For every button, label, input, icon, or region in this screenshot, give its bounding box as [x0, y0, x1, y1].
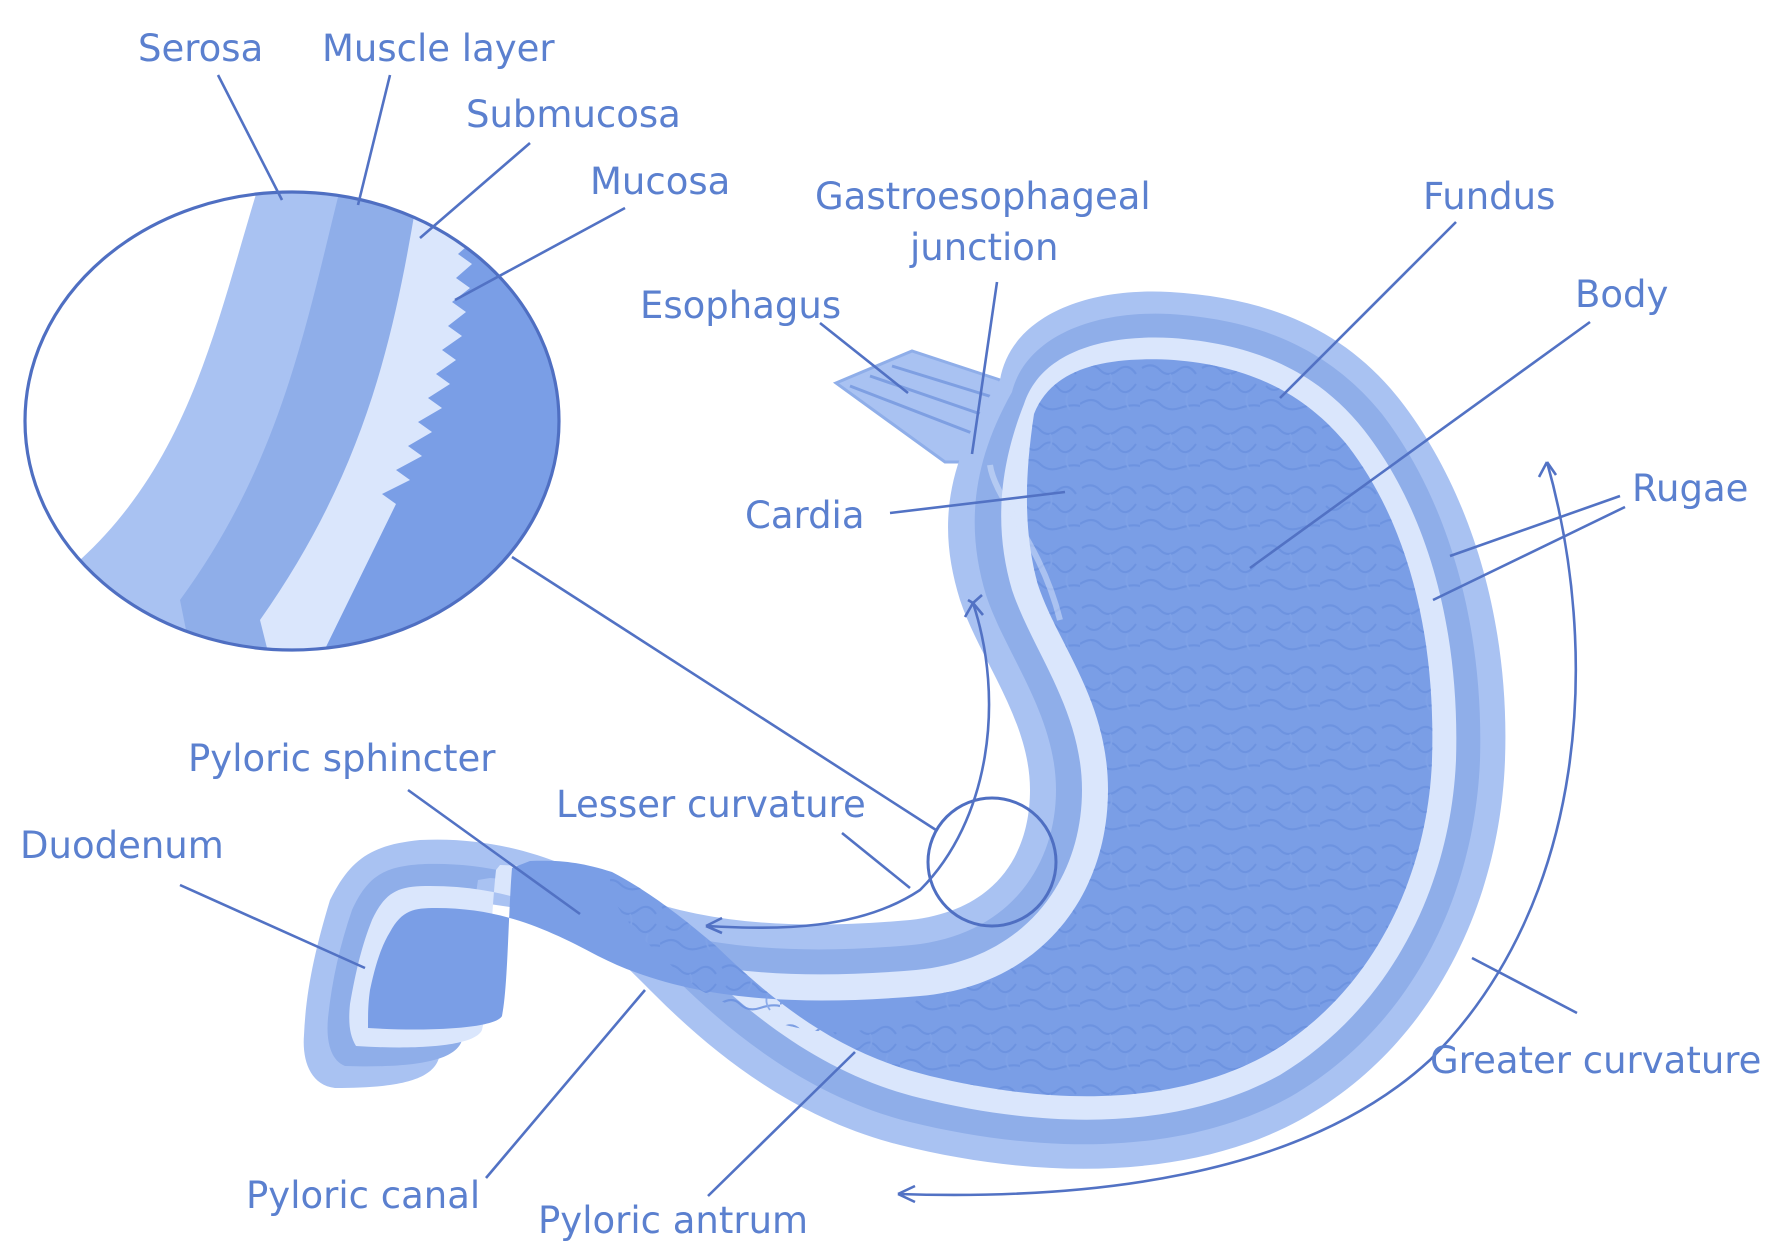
body-label: Body: [1575, 273, 1668, 316]
greater-curvature-leader: [1472, 958, 1577, 1013]
mucosa-leader: [455, 208, 625, 300]
submucosa-leader: [420, 143, 530, 238]
wall-layers-inset: [20, 150, 600, 700]
duodenum-label: Duodenum: [20, 824, 224, 867]
fundus-label: Fundus: [1423, 175, 1555, 218]
pyloric-antrum-label: Pyloric antrum: [538, 1199, 808, 1241]
rugae-leader-1: [1450, 496, 1620, 556]
lesser-curvature-arrow: [706, 603, 989, 928]
gastroesophageal-label-line1: Gastroesophageal: [815, 175, 1151, 218]
submucosa-label: Submucosa: [466, 93, 681, 136]
mucosa-label: Mucosa: [590, 160, 730, 203]
lesser-curvature-leader: [842, 833, 910, 888]
pyloric-sphincter-label: Pyloric sphincter: [188, 737, 496, 780]
rugae-label: Rugae: [1632, 467, 1748, 510]
serosa-leader: [218, 75, 282, 200]
muscle-layer-leader: [358, 75, 390, 205]
pyloric-canal-label: Pyloric canal: [246, 1174, 480, 1217]
lesser-curvature-label: Lesser curvature: [556, 783, 866, 826]
pyloric-canal-leader: [486, 990, 645, 1178]
gastroesophageal-label-line2: junction: [909, 226, 1058, 269]
cardia-label: Cardia: [745, 494, 865, 537]
muscle-layer-label: Muscle layer: [322, 27, 555, 70]
serosa-label: Serosa: [138, 27, 263, 70]
esophagus-label: Esophagus: [640, 284, 841, 327]
greater-curvature-label: Greater curvature: [1430, 1039, 1761, 1082]
